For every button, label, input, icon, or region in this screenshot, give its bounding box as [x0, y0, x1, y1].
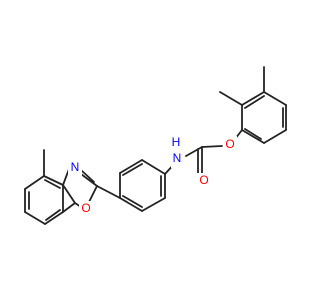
- bond: [241, 129, 265, 144]
- bond-layer: [24, 66, 287, 225]
- bond: [62, 184, 76, 204]
- bond: [122, 163, 143, 176]
- bond: [119, 159, 143, 174]
- bond: [201, 145, 223, 148]
- bond: [24, 211, 46, 225]
- bond: [80, 173, 98, 187]
- bond: [263, 91, 287, 106]
- bond: [219, 91, 243, 106]
- bond: [141, 159, 166, 175]
- atom-label-nitrogen: N: [71, 160, 80, 174]
- bond: [24, 175, 45, 190]
- bond: [263, 129, 287, 144]
- bond: [96, 185, 121, 199]
- atom-label-hydrogen: H: [172, 135, 181, 149]
- bond: [43, 175, 64, 186]
- chemical-structure-diagram: O O N H N O: [24, 66, 287, 225]
- bond: [241, 91, 265, 106]
- atom-labels: O O N H N O: [68, 135, 237, 217]
- bond: [44, 179, 61, 189]
- bond: [141, 197, 166, 212]
- atom-label-oxygen: O: [225, 137, 234, 151]
- bond: [45, 209, 61, 221]
- bond: [80, 169, 95, 183]
- bond: [244, 95, 265, 109]
- atom-label-nitrogen: N: [173, 151, 182, 165]
- bond: [185, 146, 203, 157]
- atom-label-oxygen: O: [81, 201, 90, 215]
- bond: [88, 185, 98, 203]
- atom-label-oxygen: O: [199, 173, 208, 187]
- bond: [244, 128, 262, 140]
- bond: [122, 195, 143, 208]
- bond: [119, 197, 143, 212]
- bond: [44, 211, 64, 225]
- bond: [62, 202, 76, 213]
